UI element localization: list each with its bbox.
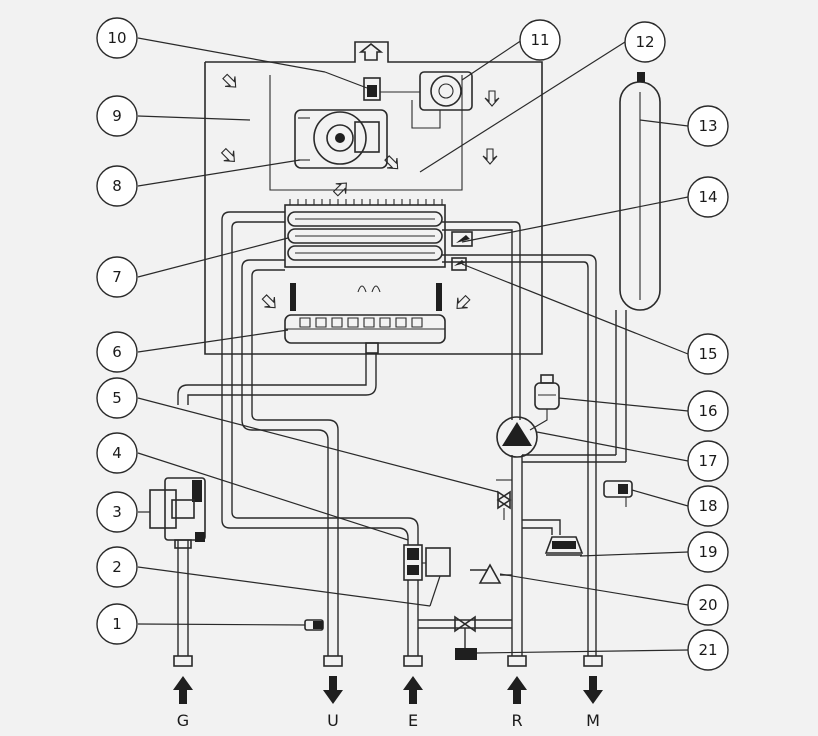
fan: [294, 109, 388, 169]
callout-21: 21: [687, 629, 729, 671]
callout-4: 4: [96, 432, 138, 474]
callout-6: 6: [96, 331, 138, 373]
callout-18: 18: [687, 485, 729, 527]
diverter-valve-actuator: [422, 547, 451, 577]
callout-number: 1: [112, 615, 122, 633]
circulation-pump: [496, 416, 538, 458]
callout-number: 10: [107, 29, 126, 47]
connection-m: M: [583, 676, 603, 730]
callout-11: 11: [519, 19, 561, 61]
callout-9: 9: [96, 95, 138, 137]
callout-number: 17: [698, 452, 717, 470]
callout-number: 9: [112, 107, 122, 125]
air-pressure-switch: [411, 71, 473, 129]
arrow-up-icon: [173, 676, 193, 704]
callout-number: 6: [112, 343, 122, 361]
callout-19: 19: [687, 531, 729, 573]
callout-number: 16: [698, 402, 717, 420]
callout-number: 5: [112, 389, 122, 407]
callout-17: 17: [687, 440, 729, 482]
safety-valve: [470, 563, 502, 584]
callout-number: 12: [635, 33, 654, 51]
callout-number: 8: [112, 177, 122, 195]
callout-number: 11: [530, 31, 549, 49]
callout-20: 20: [687, 584, 729, 626]
dhw-flow-sensor: [403, 544, 423, 581]
callout-number: 14: [698, 188, 717, 206]
flow-temperature-sensor: [451, 257, 467, 271]
callout-12: 12: [624, 21, 666, 63]
burner: [284, 283, 446, 354]
callout-7: 7: [96, 256, 138, 298]
callout-number: 20: [698, 596, 717, 614]
leader-lines: [137, 37, 689, 654]
callout-5: 5: [96, 377, 138, 419]
callout-13: 13: [687, 105, 729, 147]
bypass-valve: [603, 480, 633, 507]
connection-e: E: [403, 676, 423, 730]
callout-3: 3: [96, 491, 138, 533]
arrow-up-icon: [507, 676, 527, 704]
callout-1: 1: [96, 603, 138, 645]
pipework: [177, 211, 626, 656]
connection-label-e: E: [408, 711, 418, 730]
exchanger-fins: [289, 199, 443, 205]
overheat-thermostat: [451, 231, 473, 247]
drain-valve: [496, 479, 512, 520]
water-pressure-sensor: [544, 536, 584, 556]
arrow-down-icon: [583, 676, 603, 704]
callout-number: 2: [112, 558, 122, 576]
connection-g: G: [173, 676, 193, 730]
connection-label-m: M: [586, 711, 600, 730]
callout-8: 8: [96, 165, 138, 207]
callout-number: 19: [698, 543, 717, 561]
callout-15: 15: [687, 333, 729, 375]
callout-2: 2: [96, 546, 138, 588]
callout-number: 4: [112, 444, 122, 462]
gas-valve: [149, 477, 206, 549]
heat-exchanger: [284, 199, 446, 268]
callout-number: 15: [698, 345, 717, 363]
expansion-vessel: [615, 72, 661, 462]
flue-connector: [363, 77, 420, 101]
callout-number: 7: [112, 268, 122, 286]
connection-r: R: [507, 676, 527, 730]
callout-number: 21: [698, 641, 717, 659]
connection-label-g: G: [177, 711, 189, 730]
arrow-down-icon: [323, 676, 343, 704]
filling-valve: [454, 615, 477, 660]
connection-fittings: [173, 655, 603, 667]
callout-16: 16: [687, 390, 729, 432]
callout-number: 18: [698, 497, 717, 515]
automatic-air-vent: [529, 374, 560, 431]
connection-label-u: U: [327, 711, 339, 730]
airflow-arrows: [220, 73, 500, 309]
callout-number: 13: [698, 117, 717, 135]
connection-u: U: [323, 676, 343, 730]
dhw-temperature-sensor: [304, 619, 324, 631]
combustion-chamber: [204, 41, 543, 355]
callout-number: 3: [112, 503, 122, 521]
connection-label-r: R: [511, 711, 522, 730]
callout-14: 14: [687, 176, 729, 218]
arrow-up-icon: [403, 676, 423, 704]
callout-10: 10: [96, 17, 138, 59]
